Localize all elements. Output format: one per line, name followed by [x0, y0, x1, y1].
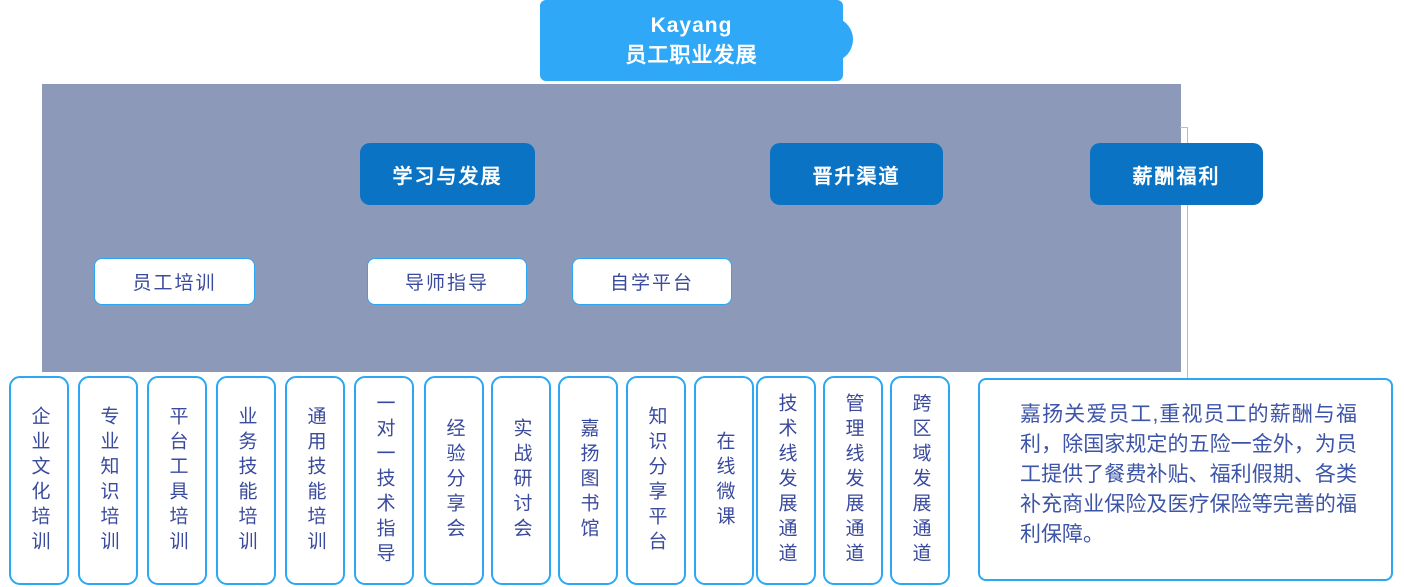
benefits-note-box: 嘉扬关爱员工,重视员工的薪酬与福利，除国家规定的五险一金外，为员工提供了餐费补贴…	[978, 378, 1393, 581]
leaf-item-online-micro-courses: 在线微课	[694, 376, 754, 585]
category-compensation-benefits: 薪酬福利	[1090, 143, 1263, 205]
connector-elbow-line	[1180, 127, 1188, 128]
leaf-item-label: 技术线发展通道	[775, 393, 797, 568]
leaf-item-platform-tools-training: 平台工具培训	[147, 376, 207, 585]
leaf-item-label: 跨区域发展通道	[909, 393, 931, 568]
method-self-study-platform: 自学平台	[572, 258, 732, 305]
category-promotion-channel: 晋升渠道	[770, 143, 943, 205]
leaf-item-one-on-one-technical-guidance: 一对一技术指导	[354, 376, 414, 585]
leaf-item-experience-sharing-session: 经验分享会	[424, 376, 484, 585]
leaf-item-corporate-culture-training: 企业文化培训	[9, 376, 69, 585]
company-name: Kayang	[650, 14, 733, 38]
leaf-item-label: 实战研讨会	[510, 418, 532, 543]
leaf-item-label: 通用技能培训	[304, 405, 326, 556]
leaf-item-label: 专业知识培训	[97, 405, 119, 556]
leaf-item-label: 平台工具培训	[166, 405, 188, 556]
diagram-title-box: Kayang 员工职业发展	[540, 0, 843, 81]
leaf-item-label: 管理线发展通道	[842, 393, 864, 568]
leaf-item-technical-track-channel: 技术线发展通道	[756, 376, 816, 585]
leaf-item-label: 嘉扬图书馆	[577, 418, 599, 543]
method-employee-training: 员工培训	[94, 258, 255, 305]
leaf-item-knowledge-sharing-platform: 知识分享平台	[626, 376, 686, 585]
diagram-title: 员工职业发展	[625, 43, 758, 67]
leaf-item-practical-seminar: 实战研讨会	[491, 376, 551, 585]
leaf-item-label: 企业文化培训	[28, 405, 50, 556]
benefits-note-text: 嘉扬关爱员工,重视员工的薪酬与福利，除国家规定的五险一金外，为员工提供了餐费补贴…	[1020, 403, 1357, 546]
leaf-item-label: 业务技能培训	[235, 405, 257, 556]
category-learning-development: 学习与发展	[360, 143, 535, 205]
connector-vertical-line	[1187, 127, 1188, 378]
leaf-item-management-track-channel: 管理线发展通道	[823, 376, 883, 585]
category-panel	[42, 84, 1181, 372]
leaf-item-professional-knowledge-training: 专业知识培训	[78, 376, 138, 585]
leaf-item-general-skills-training: 通用技能培训	[285, 376, 345, 585]
leaf-item-label: 知识分享平台	[645, 405, 667, 556]
leaf-item-label: 一对一技术指导	[373, 393, 395, 568]
leaf-item-cross-region-channel: 跨区域发展通道	[890, 376, 950, 585]
leaf-item-label: 经验分享会	[443, 418, 465, 543]
method-mentor-guidance: 导师指导	[367, 258, 527, 305]
leaf-item-business-skills-training: 业务技能培训	[216, 376, 276, 585]
leaf-item-label: 在线微课	[713, 430, 735, 531]
leaf-item-kayang-library: 嘉扬图书馆	[558, 376, 618, 585]
